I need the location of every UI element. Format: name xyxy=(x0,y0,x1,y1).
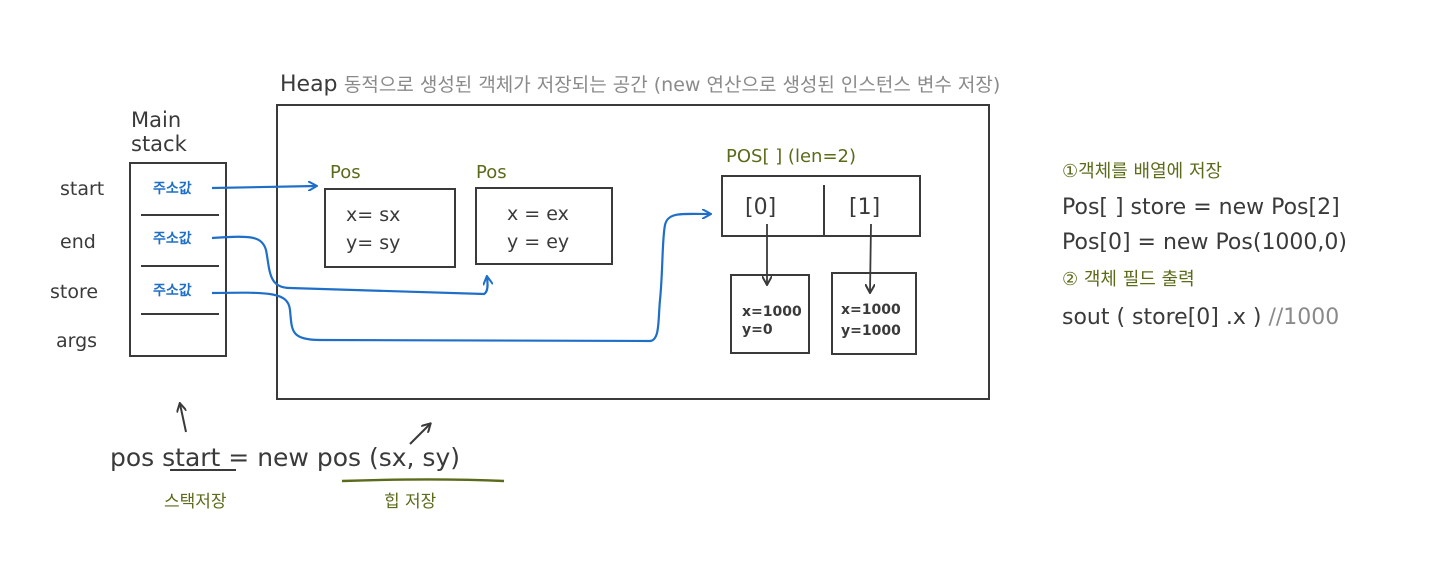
note-step2-comment: //1000 xyxy=(1268,305,1340,330)
heap-title: Heap 동적으로 생성된 객체가 저장되는 공간 (new 연산으로 생성된 … xyxy=(280,74,1000,96)
heap-region xyxy=(276,104,990,400)
note-step1-line2: Pos[0] = new Pos(1000,0) xyxy=(1062,230,1348,255)
stack-label-store: store xyxy=(50,281,99,303)
arrow-end-to-pos xyxy=(211,235,488,296)
stack-divider xyxy=(141,313,219,315)
arrow-start-to-pos xyxy=(211,186,316,188)
arrow-cell1-to-element xyxy=(870,223,871,292)
stack-label-args: args xyxy=(56,330,98,352)
code-statement: pos start = new pos (sx, sy) xyxy=(110,443,460,472)
element-1-y: y=1000 xyxy=(841,323,901,339)
stack-divider xyxy=(141,265,219,267)
heap-title-description: 동적으로 생성된 객체가 저장되는 공간 (new 연산으로 생성된 인스턴스 … xyxy=(343,74,1001,96)
arrow-store-to-array xyxy=(211,214,710,343)
stack-label-end: end xyxy=(60,231,96,253)
array-cell-1: [1] xyxy=(849,195,881,220)
note-step1-line1: Pos[ ] store = new Pos[2] xyxy=(1062,195,1340,220)
note-step2-heading: ② 객체 필드 출력 xyxy=(1062,269,1195,290)
pos-object-end: x = ex y = ey xyxy=(475,187,613,265)
heap-pointer-arrow xyxy=(409,424,430,445)
pos-end-x: x = ex xyxy=(507,203,569,225)
stack-value-start: 주소값 xyxy=(153,181,192,197)
array-element-1: x=1000 y=1000 xyxy=(831,272,917,355)
stack-label-start: start xyxy=(60,178,105,200)
pos-start-x: x= sx xyxy=(346,204,401,226)
element-1-x: x=1000 xyxy=(841,302,901,318)
element-0-x: x=1000 xyxy=(742,304,802,320)
pos-end-y: y = ey xyxy=(507,231,570,253)
pos-object-start: x= sx y= sy xyxy=(324,188,456,268)
element-0-y: y=0 xyxy=(742,322,773,338)
stack-value-end: 주소값 xyxy=(153,231,192,247)
pos-object-start-title: Pos xyxy=(330,162,361,183)
stack-frame: 주소값 주소값 주소값 xyxy=(129,162,227,357)
stack-pointer-arrow xyxy=(180,404,187,433)
stack-save-note: 스택저장 xyxy=(164,492,227,512)
array-divider xyxy=(823,185,825,235)
pos-start-y: y= sy xyxy=(346,232,401,254)
array-cell-0: [0] xyxy=(745,195,777,220)
stack-value-store: 주소값 xyxy=(153,283,192,299)
stack-title: Main stack xyxy=(131,108,187,156)
stack-divider xyxy=(141,214,219,216)
pos-array: [0] [1] xyxy=(721,175,921,237)
heap-save-note: 힙 저장 xyxy=(384,492,437,512)
new-pos-underline xyxy=(341,478,505,483)
array-title: POS[ ] (len=2) xyxy=(726,146,856,167)
pos-object-end-title: Pos xyxy=(476,162,507,183)
array-element-0: x=1000 y=0 xyxy=(730,274,810,354)
note-step2-code: sout ( store[0] .x ) //1000 xyxy=(1062,307,1339,329)
note-step1-heading: ①객체를 배열에 저장 xyxy=(1062,161,1223,182)
heap-title-word: Heap xyxy=(280,72,338,97)
note-step2-code-text: sout ( store[0] .x ) xyxy=(1062,305,1262,330)
